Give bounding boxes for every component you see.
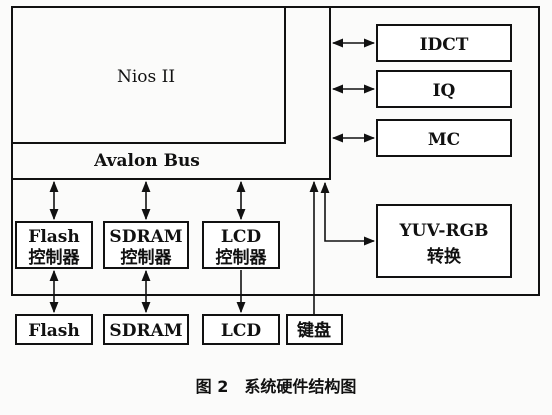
flash-controller-label-line1: Flash — [28, 227, 79, 247]
flash-device-box — [15, 314, 93, 345]
iq-label: IQ — [433, 81, 456, 101]
lcd-controller-label-line2: 控制器 — [216, 247, 268, 268]
iq-box — [376, 70, 512, 108]
lcd-device-box — [202, 314, 280, 345]
sdram-device-box — [103, 314, 189, 345]
idct-label: IDCT — [420, 35, 469, 55]
yuv-rgb-label-line1: YUV-RGB — [399, 221, 489, 241]
keyboard-device-box — [286, 314, 343, 345]
mc-box — [376, 119, 512, 157]
keyboard-device-label: 键盘 — [297, 320, 331, 341]
nios-ii-label: Nios II — [117, 67, 175, 87]
nios-ii-processor-box — [11, 6, 286, 144]
flash-controller-box — [15, 221, 93, 269]
flash-controller-label-line2: 控制器 — [29, 247, 81, 268]
sdram-device-label: SDRAM — [109, 321, 182, 341]
flash-device-label: Flash — [28, 321, 79, 341]
avalon-bus-label: Avalon Bus — [93, 151, 200, 171]
sdram-controller-label-line1: SDRAM — [109, 227, 182, 247]
sdram-controller-label-line2: 控制器 — [121, 247, 173, 268]
sdram-controller-box — [103, 221, 189, 269]
lcd-controller-box — [202, 221, 280, 269]
lcd-device-label: LCD — [221, 321, 261, 341]
yuv-rgb-label-line2: 转换 — [427, 246, 462, 267]
yuv-rgb-box — [376, 204, 512, 278]
idct-box — [376, 24, 512, 62]
mc-label: MC — [428, 130, 460, 150]
arrow-bus-yuv-rgb — [320, 181, 376, 246]
figure-caption: 图 2 系统硬件结构图 — [196, 377, 357, 396]
lcd-controller-label-line1: LCD — [221, 227, 261, 247]
